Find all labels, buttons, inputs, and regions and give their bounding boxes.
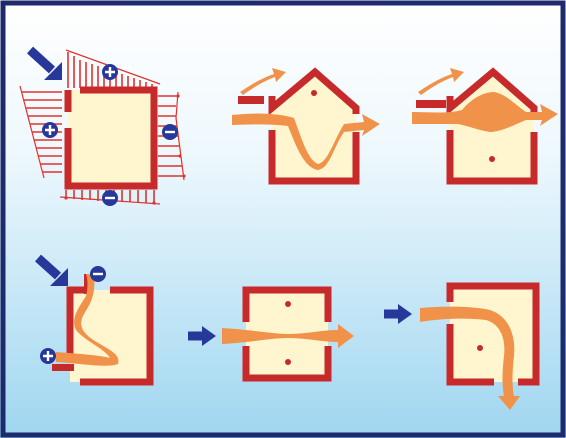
room-marker-dot xyxy=(489,156,495,162)
room-walls xyxy=(242,286,332,382)
airflow-stream xyxy=(420,306,520,410)
panel-side-outlet-plan xyxy=(384,282,540,410)
airflow-stream xyxy=(418,68,464,95)
minus-icon xyxy=(162,124,178,140)
room-marker-dot xyxy=(311,90,317,96)
plus-icon xyxy=(42,122,58,138)
airflow-stream xyxy=(412,92,558,132)
airflow-stream xyxy=(222,324,354,348)
pressure-line-tips xyxy=(64,94,186,205)
panel-gable-house-high-inlet xyxy=(412,67,558,185)
panel-gable-house-low-inlet xyxy=(232,67,380,185)
minus-icon xyxy=(90,266,106,282)
airflow-stream xyxy=(240,68,286,95)
panel-pressure-distribution xyxy=(19,46,186,206)
wind-arrow-icon xyxy=(188,326,216,346)
room-plan xyxy=(68,90,154,186)
plus-icon xyxy=(40,348,56,364)
room-marker-dot xyxy=(285,301,291,307)
plus-icon xyxy=(102,64,118,80)
panel-cross-ventilation-plan xyxy=(188,286,354,382)
airflow-stream xyxy=(232,113,380,170)
house-walls xyxy=(446,67,538,185)
room-plan xyxy=(450,286,536,382)
wind-arrow-icon xyxy=(26,46,62,80)
room-walls xyxy=(66,286,154,386)
window-sill xyxy=(52,364,74,371)
airflow-stream xyxy=(56,274,119,366)
minus-icon xyxy=(102,190,118,206)
wind-arrow-icon xyxy=(34,254,68,286)
house-fill xyxy=(272,72,356,181)
room-marker-dot xyxy=(477,345,483,351)
room-walls xyxy=(64,86,158,190)
house-walls xyxy=(268,67,360,185)
room-walls xyxy=(446,282,540,386)
window-sill xyxy=(416,100,446,108)
panel-corner-openings-plan xyxy=(34,254,154,386)
window-sill xyxy=(238,96,264,104)
wind-arrow-icon xyxy=(384,304,412,324)
room-marker-dot xyxy=(285,359,291,365)
